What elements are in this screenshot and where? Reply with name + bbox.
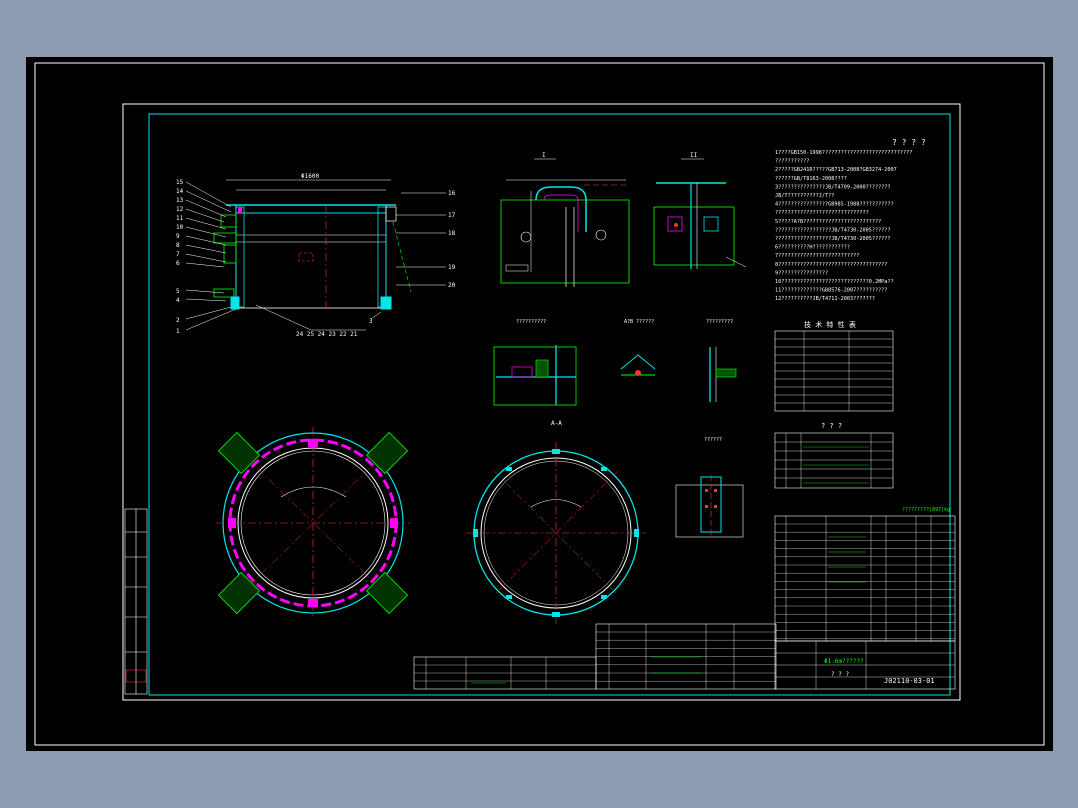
tech-req-line: 11?????????????GB8576-2007?????????? bbox=[775, 288, 887, 294]
lug-detail[interactable]: ?????? bbox=[675, 437, 744, 538]
detail-i-label: I bbox=[542, 152, 546, 159]
tech-req-line: 1????GB150-1998?????????????????????????… bbox=[775, 150, 912, 156]
node-detail-a-label: ?????????? bbox=[516, 319, 546, 325]
section-aa-label: A-A bbox=[551, 420, 562, 427]
tech-req-line: ??????????????????JB/T4730-2005?????? bbox=[775, 236, 891, 242]
node-detail-c[interactable]: ????????? bbox=[706, 319, 737, 402]
svg-text:12: 12 bbox=[176, 206, 184, 213]
svg-text:19: 19 bbox=[448, 264, 456, 271]
cad-viewport[interactable]: Φ1600 bbox=[26, 57, 1053, 751]
svg-text:20: 20 bbox=[448, 282, 456, 289]
svg-text:11: 11 bbox=[176, 215, 184, 222]
plan-view-left[interactable] bbox=[216, 427, 411, 619]
drawing-title: Φ1.6m?????? bbox=[824, 658, 864, 665]
cad-drawing-canvas[interactable]: Φ1600 bbox=[26, 57, 1053, 751]
drawing-number: J02110-03-01 bbox=[884, 677, 935, 685]
svg-text:7: 7 bbox=[176, 251, 180, 258]
title-block: Φ1.6m?????? ? ? ? J02110-03-01 bbox=[774, 640, 956, 690]
tech-req-line: ??????????????????JB/T4730-2005?????? bbox=[775, 227, 891, 233]
svg-text:5: 5 bbox=[176, 288, 180, 295]
nozzle-table: ? ? ? bbox=[774, 422, 894, 489]
front-view-top-dimension: Φ1600 bbox=[301, 173, 319, 180]
node-detail-a[interactable]: ?????????? bbox=[493, 319, 577, 406]
tech-req-line: 9???????????????? bbox=[775, 270, 828, 276]
plan-view-section-aa[interactable]: A-A bbox=[466, 420, 646, 624]
tech-req-line: 8??????????????????????????????????? bbox=[775, 262, 887, 268]
detail-ii[interactable]: II bbox=[653, 152, 747, 269]
svg-text:8: 8 bbox=[176, 242, 180, 249]
svg-text:4: 4 bbox=[176, 297, 180, 304]
tech-req-line: 4????????????????GB985-1988??????????? bbox=[775, 202, 894, 208]
svg-text:16: 16 bbox=[448, 190, 456, 197]
tech-req-line: 5?????A?B????????????????????????? bbox=[775, 219, 881, 225]
tech-req-line: 3???????????????JB/T4709-2000???????? bbox=[775, 184, 891, 190]
sheet-border bbox=[122, 103, 961, 701]
svg-text:13: 13 bbox=[176, 197, 184, 204]
svg-text:10: 10 bbox=[176, 224, 184, 231]
svg-text:3: 3 bbox=[369, 318, 373, 325]
weight-note: ?????????(897)kg bbox=[902, 507, 950, 513]
svg-text:14: 14 bbox=[176, 188, 184, 195]
front-view[interactable]: Φ1600 bbox=[176, 173, 456, 338]
node-detail-b[interactable]: A?B ?????? bbox=[620, 319, 656, 376]
lug-detail-label: ?????? bbox=[704, 437, 722, 443]
tech-req-line: ??????????? bbox=[775, 159, 809, 165]
svg-text:17: 17 bbox=[448, 212, 456, 219]
tech-req-line: 6??????????H???????????? bbox=[775, 245, 850, 251]
tech-req-line: 10????????????????????????????0.2MPa?? bbox=[775, 279, 894, 285]
svg-text:2: 2 bbox=[176, 317, 180, 324]
parts-list-right: ?????????(897)kg bbox=[774, 507, 956, 642]
spec-table-title: 技 术 特 性 表 bbox=[804, 320, 856, 329]
drawing-title-sub: ? ? ? bbox=[831, 671, 849, 678]
outer-border bbox=[34, 62, 1045, 746]
tech-req-line: ??????GB/T8163-2008???? bbox=[775, 176, 847, 182]
svg-text:18: 18 bbox=[448, 230, 456, 237]
tech-req-title: ? ? ? ? bbox=[892, 138, 926, 147]
svg-text:15: 15 bbox=[176, 179, 184, 186]
svg-text:6: 6 bbox=[176, 260, 180, 267]
svg-text:24 25 24 23 22 21: 24 25 24 23 22 21 bbox=[296, 331, 358, 338]
detail-i[interactable]: I bbox=[500, 152, 630, 287]
tech-req-line: 7?????????????????????????? bbox=[775, 253, 859, 259]
detail-ii-label: II bbox=[690, 152, 698, 159]
node-detail-b-label: A?B ?????? bbox=[624, 319, 654, 325]
tech-req-line: JB/T??????????J/T?? bbox=[775, 193, 834, 199]
technical-requirements: ? ? ? ? 1????GB150-1998?????????????????… bbox=[775, 138, 926, 302]
node-detail-c-label: ????????? bbox=[706, 319, 733, 325]
tech-req-line: 2?????GB241R?????GB713-2008?GB3274-2007 bbox=[775, 167, 897, 173]
tech-spec-table: 技 术 特 性 表 bbox=[774, 320, 894, 412]
svg-text:9: 9 bbox=[176, 233, 180, 240]
nozzle-table-title: ? ? ? bbox=[821, 422, 842, 430]
svg-text:1: 1 bbox=[176, 328, 180, 335]
parts-list-bottom bbox=[413, 623, 777, 690]
tech-req-line: 12??????????JB/T4711-2003??????? bbox=[775, 296, 875, 302]
tech-req-line: ?????????????????????????????? bbox=[775, 210, 869, 216]
binding-strip bbox=[124, 508, 148, 695]
drawing-frame bbox=[148, 113, 951, 696]
